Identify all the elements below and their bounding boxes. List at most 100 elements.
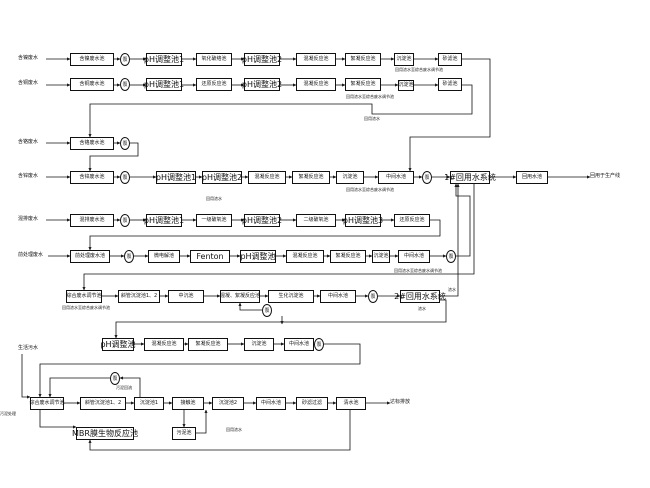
flow-connector xyxy=(88,142,139,172)
process-unit-r9b10: 污泥池 xyxy=(172,427,196,440)
process-unit-r8b1: pH调整池 xyxy=(100,338,136,351)
process-unit-r5b6: pH调整池3 xyxy=(343,214,383,227)
note-n1: 回用浓水至综合废水调节池 xyxy=(395,67,443,72)
flow-connector xyxy=(440,183,460,297)
process-unit-r6b3: Fenton xyxy=(190,250,230,263)
process-unit-r1b7: 沉淀池 xyxy=(394,53,414,66)
process-unit-r9b4: 接触池 xyxy=(172,397,204,410)
flow-connector xyxy=(408,58,491,172)
stream-label-out1: 回用于生产线 xyxy=(590,173,621,179)
note-n2: 回用浓水至综合废水调节池 xyxy=(346,94,394,99)
process-unit-r1b3: 氧化破络池 xyxy=(196,53,232,66)
process-unit-r6b1: 前处理废水池 xyxy=(70,250,110,263)
process-unit-r9b8: 清水池 xyxy=(336,397,366,410)
stream-label-out2: 达标排放 xyxy=(390,399,411,405)
process-unit-r6b5: 混凝反应池 xyxy=(286,250,324,263)
process-unit-r4b5: 絮凝反应池 xyxy=(292,171,330,184)
process-unit-r1b1: 含镍废水池 xyxy=(70,53,114,66)
process-unit-r4b6: 沉淀池 xyxy=(336,171,364,184)
note-n12: 回用浓水 xyxy=(226,427,242,432)
process-unit-r9b1: 综合废水调节池 xyxy=(30,397,65,410)
process-unit-r6b7: 沉淀池 xyxy=(372,250,390,263)
process-unit-r9b6: 中间水池 xyxy=(256,397,286,410)
pump-r6c: 泵 xyxy=(124,250,134,263)
process-unit-r1b2: pH调整池1 xyxy=(144,53,184,66)
pump-r1c: 泵 xyxy=(120,53,130,66)
process-unit-r9b7: 砂滤过滤 xyxy=(296,397,328,410)
process-unit-r5b5: 二级破氧池 xyxy=(296,214,336,227)
process-unit-r6b8: 中间水池 xyxy=(398,250,430,263)
process-unit-r2b3: 还原反应池 xyxy=(196,78,232,91)
flow-connector xyxy=(196,409,208,434)
process-unit-r9b5: 沉淀池2 xyxy=(212,397,244,410)
flow-connector xyxy=(48,377,110,398)
flow-connector xyxy=(119,376,141,397)
note-n4: 回用浓水至综合废水调节池 xyxy=(346,187,394,192)
process-unit-r7b3: 中沉池 xyxy=(168,290,204,303)
process-unit-r8b2: 混凝反应池 xyxy=(144,338,184,351)
process-unit-r2b6: 絮凝反应池 xyxy=(345,78,381,91)
process-unit-r7b4: 混凝、絮凝反应池 xyxy=(220,290,260,303)
note-n7: 浓水 xyxy=(448,287,456,292)
process-unit-r7b2: 斜管沉淀池1、2 xyxy=(118,290,160,303)
pump-r7c: 泵 xyxy=(368,290,378,303)
pump-r9c: 泵 xyxy=(110,372,120,385)
flow-connector xyxy=(454,183,471,257)
stream-label-src2: 含铜废水 xyxy=(18,80,39,86)
process-unit-r1b6: 絮凝反应池 xyxy=(345,53,381,66)
note-n9: 回用浓水 xyxy=(206,196,222,201)
process-unit-r2b2: pH调整池1 xyxy=(144,78,184,91)
stream-label-src5: 混排废水 xyxy=(18,216,39,222)
pump-r7c2: 泵 xyxy=(262,304,272,317)
process-unit-r8b4: 沉淀池 xyxy=(244,338,274,351)
stream-label-src1: 含镍废水 xyxy=(18,55,39,61)
process-unit-r7b5: 生化沉淀池 xyxy=(268,290,314,303)
flow-connector xyxy=(88,219,441,251)
process-unit-r8b5: 中间水池 xyxy=(284,338,314,351)
process-unit-r5b1: 混排废水池 xyxy=(70,214,114,227)
process-unit-r9b9: MBR膜生物反应池 xyxy=(72,427,138,440)
process-unit-r5b3: 一级破氧池 xyxy=(196,214,232,227)
flow-connector xyxy=(88,410,351,451)
process-unit-r9b2: 斜管沉淀池1、2 xyxy=(80,397,126,410)
process-unit-r4b9: 回用水池 xyxy=(516,171,548,184)
pump-r2c: 泵 xyxy=(120,78,130,91)
note-n3: 回用浓水 xyxy=(364,116,380,121)
process-unit-r1b5: 混凝反应池 xyxy=(296,53,336,66)
flow-connector xyxy=(39,410,77,429)
process-unit-r2b7: 沉淀池 xyxy=(398,80,414,91)
process-unit-r1b4: pH调整池2 xyxy=(242,53,282,66)
pump-r3c: 泵 xyxy=(120,137,130,150)
process-unit-r5b4: pH调整池2 xyxy=(242,214,282,227)
flow-connector xyxy=(114,299,447,339)
process-unit-r3b1: 含铬废水池 xyxy=(70,137,114,150)
note-n10: 污泥处理 xyxy=(0,411,16,416)
process-unit-r2b4: pH调整池2 xyxy=(242,78,282,91)
process-unit-r2b5: 混凝反应池 xyxy=(296,78,336,91)
flow-connector xyxy=(21,354,31,399)
process-unit-r5b2: pH调整池1 xyxy=(144,214,184,227)
process-unit-r6b2: 微电解池 xyxy=(148,250,180,263)
process-unit-r4b7: 中间水池 xyxy=(378,171,414,184)
process-unit-r7b1: 综合废水调节池 xyxy=(66,290,102,303)
process-unit-r4b2: pH调整池1 xyxy=(156,171,196,184)
pump-r4c2: 泵 xyxy=(422,171,432,184)
process-unit-r7b6: 中间水池 xyxy=(320,290,356,303)
process-unit-r6b4: pH调整池 xyxy=(240,250,276,263)
process-unit-r4b4: 混凝反应池 xyxy=(248,171,286,184)
note-n8: 浓水 xyxy=(418,306,426,311)
pump-r6c2: 泵 xyxy=(446,250,456,263)
flow-connector xyxy=(82,184,475,291)
flow-connector xyxy=(88,84,473,138)
process-unit-r2b1: 含铜废水池 xyxy=(70,78,114,91)
process-unit-r4b1: 含锌废水池 xyxy=(70,171,114,184)
process-unit-r7b7: 2#回用水系统 xyxy=(394,290,446,303)
stream-label-src3: 含铬废水 xyxy=(18,139,39,145)
process-unit-r8b3: 絮凝反应池 xyxy=(188,338,228,351)
flow-connector xyxy=(238,302,262,311)
process-unit-r1b8: 砂滤池 xyxy=(438,53,462,66)
stream-label-src6: 前处理废水 xyxy=(18,252,44,258)
process-unit-r4b3: pH调整池2 xyxy=(202,171,242,184)
stream-label-src7: 生活污水 xyxy=(18,345,39,351)
